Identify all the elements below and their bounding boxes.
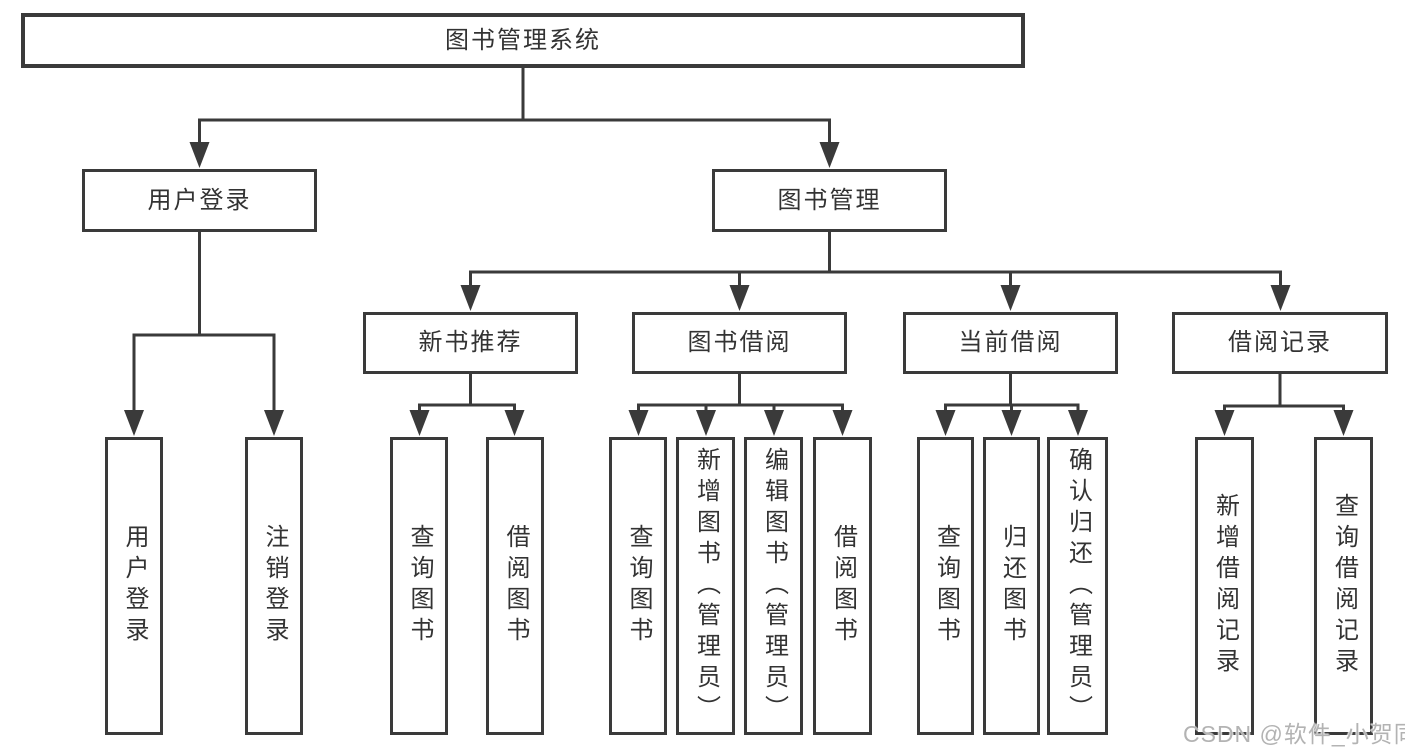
- edge-book-borrow-children: [628, 372, 853, 436]
- leaf-add-borrow-record: 新增借阅记录: [1195, 437, 1254, 735]
- arrow-down-icon: [819, 142, 840, 168]
- arrow-down-icon: [264, 410, 284, 436]
- leaf-query-books-recommend: 查询图书: [390, 437, 448, 735]
- node-current-borrow: 当前借阅: [903, 312, 1118, 374]
- node-book-management: 图书管理: [712, 169, 947, 232]
- leaf-query-borrow-record: 查询借阅记录: [1314, 437, 1373, 735]
- arrow-down-icon: [504, 410, 525, 436]
- leaf-query-books-current: 查询图书: [917, 437, 974, 735]
- node-user-login: 用户登录: [82, 169, 317, 232]
- arrow-down-icon: [764, 410, 784, 436]
- arrow-down-icon: [189, 142, 210, 168]
- node-new-book-recommend: 新书推荐: [363, 312, 578, 374]
- arrow-down-icon: [1001, 410, 1022, 436]
- arrow-down-icon: [1333, 410, 1354, 436]
- node-book-borrow: 图书借阅: [632, 312, 847, 374]
- arrow-down-icon: [409, 410, 430, 436]
- leaf-edit-book-admin: 编辑图书（管理员）: [744, 437, 803, 735]
- edge-root-to-level2: [189, 66, 840, 168]
- arrow-down-icon: [1068, 410, 1088, 436]
- leaf-confirm-return-admin: 确认归还（管理员）: [1047, 437, 1108, 735]
- arrow-down-icon: [696, 410, 716, 436]
- leaf-borrow-books: 借阅图书: [813, 437, 872, 735]
- node-root: 图书管理系统: [21, 13, 1025, 68]
- edge-user-login-children: [124, 230, 284, 436]
- edge-borrow-records-children: [1214, 372, 1354, 436]
- arrow-down-icon: [1270, 285, 1291, 311]
- edge-new-book-recommend-children: [409, 372, 525, 436]
- arrow-down-icon: [832, 410, 853, 436]
- leaf-borrow-books-recommend: 借阅图书: [486, 437, 544, 735]
- arrow-down-icon: [1000, 285, 1021, 311]
- edge-book-management-children: [460, 230, 1291, 311]
- arrow-down-icon: [628, 410, 649, 436]
- leaf-return-book: 归还图书: [983, 437, 1040, 735]
- arrow-down-icon: [729, 285, 750, 311]
- leaf-query-books-borrow: 查询图书: [609, 437, 667, 735]
- arrow-down-icon: [460, 285, 481, 311]
- arrow-down-icon: [935, 410, 956, 436]
- node-borrow-records: 借阅记录: [1172, 312, 1388, 374]
- watermark: CSDN @软件_小贺同学: [1183, 721, 1405, 747]
- arrow-down-icon: [1214, 410, 1235, 436]
- leaf-add-book-admin: 新增图书（管理员）: [676, 437, 735, 735]
- leaf-user-login: 用户登录: [105, 437, 163, 735]
- leaf-logout: 注销登录: [245, 437, 303, 735]
- arrow-down-icon: [124, 410, 144, 436]
- edge-current-borrow-children: [935, 372, 1088, 436]
